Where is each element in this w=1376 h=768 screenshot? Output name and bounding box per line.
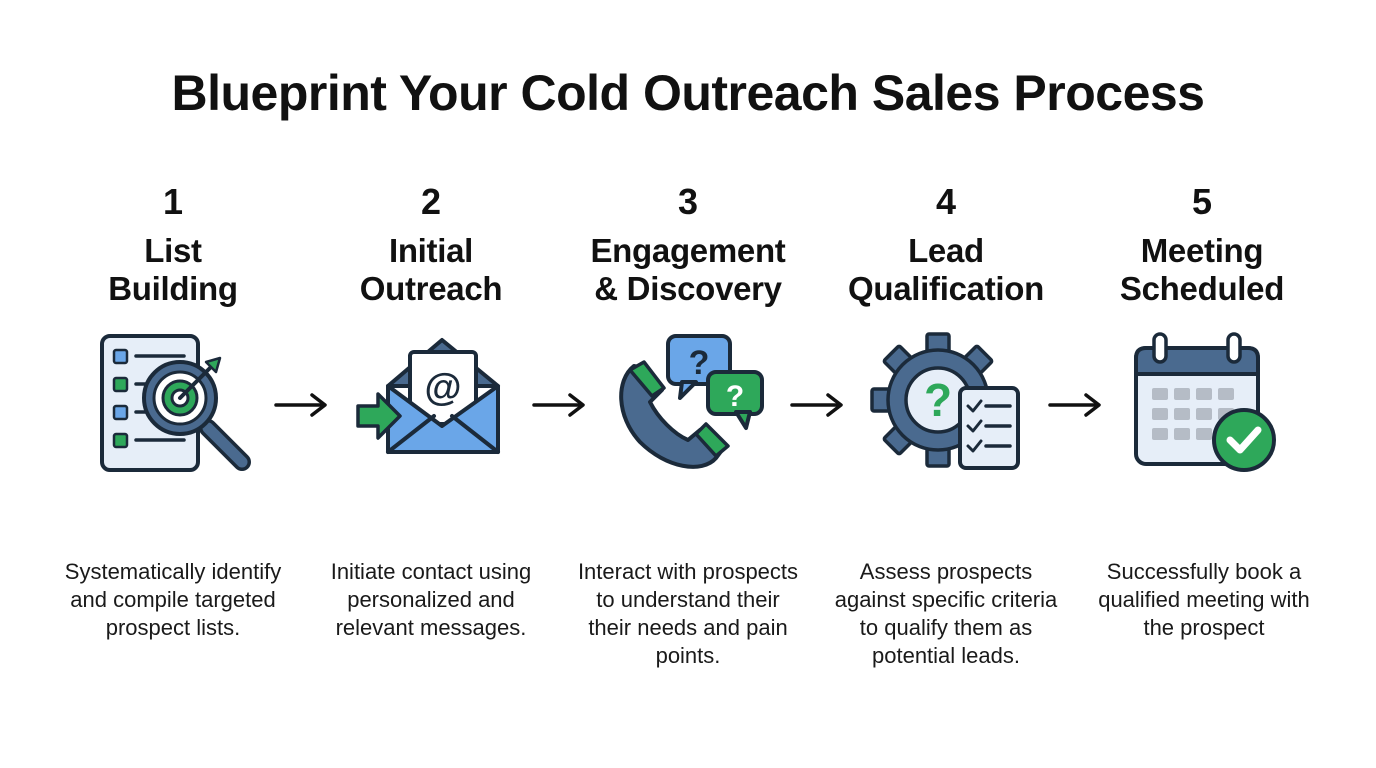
step-title-line-1: Meeting: [1140, 232, 1264, 269]
step-number: 5: [1191, 181, 1213, 222]
step-title: Lead Qualification: [821, 232, 1071, 308]
step-title: List Building: [48, 232, 298, 308]
svg-text:?: ?: [924, 374, 952, 426]
email-envelope-icon: @: [356, 338, 500, 454]
step-title-line-1: Initial: [388, 232, 474, 269]
step-description: Successfully book a qualified meeting wi…: [1098, 559, 1310, 640]
gear-checklist-icon: ?: [870, 332, 1020, 470]
svg-text:?: ?: [726, 380, 744, 413]
step-title: Meeting Scheduled: [1077, 232, 1327, 308]
step-2: 2 Initial Outreach: [306, 180, 556, 308]
step-description: Interact with prospects to understand th…: [577, 559, 799, 668]
step-4: 4 Lead Qualification: [821, 180, 1071, 308]
step-title-line-1: Lead: [908, 232, 984, 269]
step-title-line-2: Building: [108, 270, 238, 307]
step-description: Systematically identify and compile targ…: [64, 559, 282, 640]
page-title: Blueprint Your Cold Outreach Sales Proce…: [171, 65, 1205, 121]
calendar-check-icon: [1134, 332, 1276, 472]
phone-question-bubbles-icon: ? ?: [619, 334, 764, 469]
arrow-right-icon: [790, 393, 843, 417]
step-title-line-2: Qualification: [848, 270, 1044, 307]
step-number: 1: [162, 181, 184, 222]
step-title: Engagement & Discovery: [563, 232, 813, 308]
list-target-magnifier-icon: [100, 334, 251, 472]
arrow-right-icon: [1048, 393, 1101, 417]
svg-text:@: @: [424, 367, 461, 409]
step-number: 2: [420, 181, 442, 222]
step-description: Assess prospects against specific criter…: [834, 559, 1058, 668]
step-title-line-1: List: [144, 232, 202, 269]
arrow-right-icon: [274, 393, 327, 417]
arrow-right-icon: [532, 393, 585, 417]
step-title-line-1: Engagement: [590, 232, 786, 269]
step-3: 3 Engagement & Discovery: [563, 180, 813, 308]
step-number: 3: [677, 181, 699, 222]
step-title-line-2: & Discovery: [594, 270, 782, 307]
step-title: Initial Outreach: [306, 232, 556, 308]
svg-text:?: ?: [689, 344, 710, 382]
step-title-line-2: Outreach: [359, 270, 503, 307]
step-description: Initiate contact using personalized and …: [330, 559, 532, 640]
step-number: 4: [935, 181, 957, 222]
step-title-line-2: Scheduled: [1119, 270, 1285, 307]
step-1: 1 List Building: [48, 180, 298, 308]
step-5: 5 Meeting Scheduled: [1077, 180, 1327, 308]
